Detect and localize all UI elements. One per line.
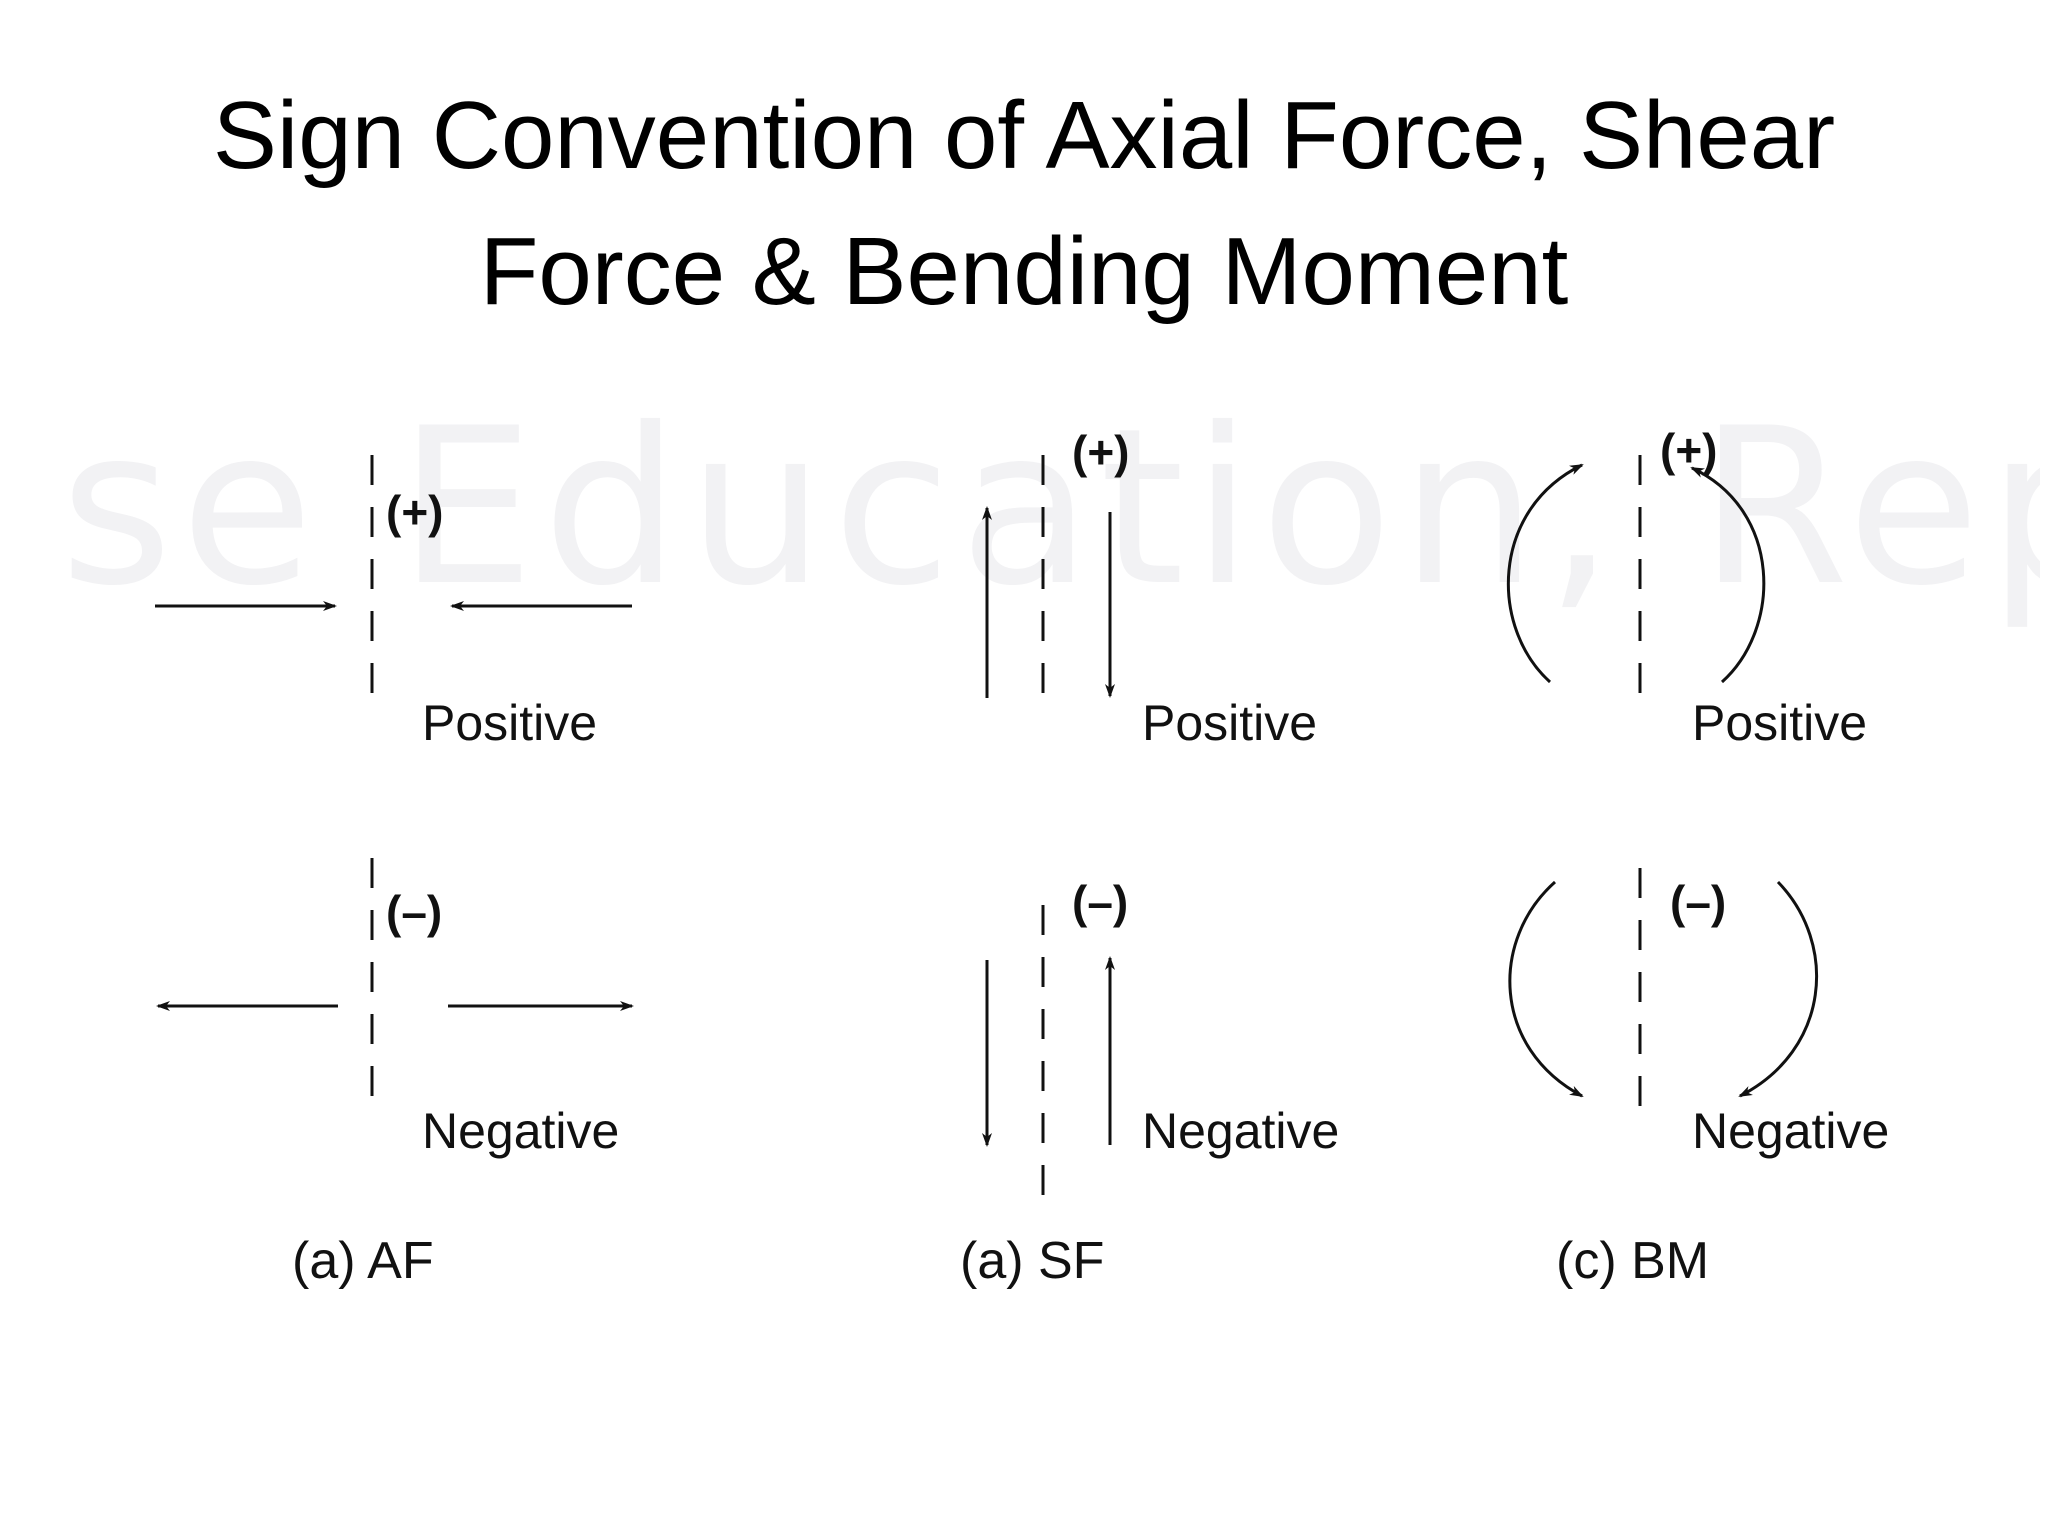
af-positive-sign: (+): [386, 486, 444, 538]
af-caption: (a) AF: [292, 1232, 434, 1290]
watermark-text: se Education, Reprise Innov: [60, 388, 2040, 628]
shear-force-panel: (+) Positive (–) Negative (a) SF: [960, 426, 1339, 1290]
sf-caption: (a) SF: [960, 1232, 1104, 1290]
bm-caption: (c) BM: [1556, 1232, 1709, 1290]
bm-negative-sign: (–): [1670, 876, 1726, 928]
bm-positive-left-arc-arrow: [1506, 463, 1584, 684]
sf-positive-label: Positive: [1142, 695, 1317, 751]
bm-positive-right-arc-arrow: [1690, 466, 1766, 684]
bm-positive-label: Positive: [1692, 695, 1867, 751]
bm-positive-sign: (+): [1660, 424, 1718, 476]
af-negative-sign: (–): [386, 886, 442, 938]
slide-title: Sign Convention of Axial Force, Shear Fo…: [0, 68, 2048, 340]
sf-negative-label: Negative: [1142, 1103, 1339, 1159]
bending-moment-panel: (+) Positive (–) Negative (c) BM: [1506, 424, 1889, 1290]
axial-force-panel: (+) Positive (–) Negative (a) AF: [155, 455, 634, 1290]
title-line-1: Sign Convention of Axial Force, Shear: [212, 82, 1836, 189]
title-line-2: Force & Bending Moment: [479, 218, 1569, 325]
af-negative-label: Negative: [422, 1103, 619, 1159]
bm-negative-label: Negative: [1692, 1103, 1889, 1159]
sf-positive-sign: (+): [1072, 426, 1130, 478]
bm-negative-right-arc-arrow: [1738, 880, 1818, 1098]
af-positive-label: Positive: [422, 695, 597, 751]
sf-negative-sign: (–): [1072, 876, 1128, 928]
bm-negative-left-arc-arrow: [1508, 880, 1584, 1098]
